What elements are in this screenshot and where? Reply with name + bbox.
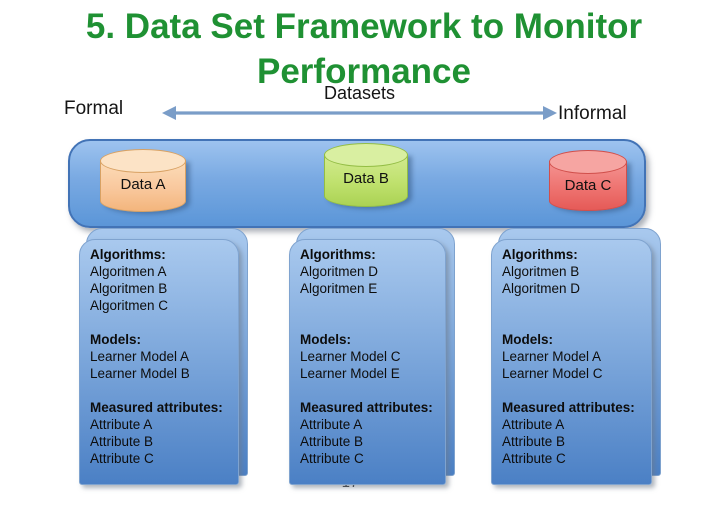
cylinder-label: Data A <box>120 176 166 193</box>
box-line <box>90 382 228 399</box>
box-line: Models: <box>502 332 554 347</box>
box-line: Attribute A <box>502 417 565 432</box>
box-line <box>502 314 641 331</box>
data-box-c: Algorithms: Algoritmen B Algoritmen D Mo… <box>491 228 661 485</box>
box-line: Attribute B <box>502 434 566 449</box>
box-line: Algoritmen B <box>90 281 168 296</box>
formal-label: Formal <box>64 98 124 119</box>
box-line: Learner Model C <box>300 349 401 364</box>
box-line: Algoritmen B <box>502 264 580 279</box>
box-line: Learner Model E <box>300 366 400 381</box>
box-line: Learner Model C <box>502 366 603 381</box>
box-line: Algorithms: <box>300 247 376 262</box>
cylinder-data-b: Data B <box>324 143 408 207</box>
box-line: Algoritmen D <box>502 281 581 296</box>
box-line: Measured attributes: <box>502 400 635 415</box>
box-line: Algoritmen E <box>300 281 378 296</box>
cylinder-data-c: Data C <box>549 150 627 211</box>
box-line: Learner Model B <box>90 366 190 381</box>
page-title: 5. Data Set Framework to Monitor Perform… <box>0 4 728 94</box>
box-line: Algoritmen A <box>90 264 167 279</box>
box-line: Algoritmen D <box>300 264 379 279</box>
cylinder-top <box>549 150 627 174</box>
cylinder-label: Data B <box>343 170 389 187</box>
datasets-axis-label: Datasets <box>323 83 396 103</box>
box-line: Attribute C <box>502 451 566 466</box>
box-line: Algoritmen C <box>90 298 169 313</box>
title-line-1: 5. Data Set Framework to Monitor <box>85 7 643 46</box>
data-box-b: Algorithms: Algoritmen D Algoritmen E Mo… <box>289 228 455 485</box>
box-line: Measured attributes: <box>90 400 223 415</box>
card-front: Algorithms: Algoritmen A Algoritmen B Al… <box>79 239 239 485</box>
box-line <box>502 382 641 399</box>
box-line: Measured attributes: <box>300 400 433 415</box>
box-line: Attribute B <box>300 434 364 449</box>
box-line: Attribute C <box>90 451 154 466</box>
title-line-2: Performance <box>257 52 471 91</box>
box-line: Attribute A <box>300 417 363 432</box>
cylinder-data-a: Data A <box>100 149 186 212</box>
double-headed-arrow-icon <box>162 106 557 120</box>
cylinder-top <box>100 149 186 173</box>
cylinder-top <box>324 143 408 167</box>
informal-label: Informal <box>558 103 627 124</box>
box-line: Learner Model A <box>90 349 190 364</box>
cylinder-label: Data C <box>564 177 612 194</box>
box-line: Models: <box>90 332 142 347</box>
box-line: Attribute A <box>90 417 153 432</box>
box-line <box>300 314 435 331</box>
box-line <box>90 314 228 331</box>
box-line: Learner Model A <box>502 349 602 364</box>
box-line: Attribute B <box>90 434 154 449</box>
box-line: Attribute C <box>300 451 364 466</box>
box-line: Algorithms: <box>502 247 578 262</box>
data-box-a: Algorithms: Algoritmen A Algoritmen B Al… <box>79 228 248 485</box>
card-front: Algorithms: Algoritmen D Algoritmen E Mo… <box>289 239 446 485</box>
box-line: Models: <box>300 332 352 347</box>
box-line: Algorithms: <box>90 247 166 262</box>
box-line <box>300 297 435 314</box>
box-line <box>502 297 641 314</box>
box-line <box>300 382 435 399</box>
card-front: Algorithms: Algoritmen B Algoritmen D Mo… <box>491 239 652 485</box>
